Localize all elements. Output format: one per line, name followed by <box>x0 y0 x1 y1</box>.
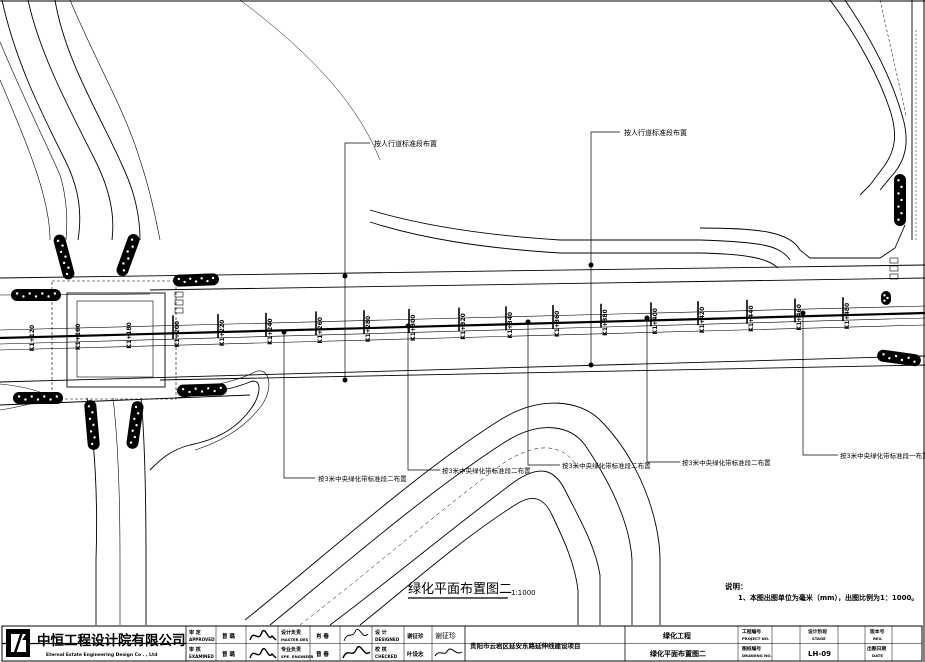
tree-cluster <box>116 233 140 277</box>
station-label: K1+420 <box>699 307 706 333</box>
examined-label-en: EXAMINED <box>189 654 214 659</box>
tree-cluster <box>173 273 219 287</box>
date-label-en: DATE <box>872 653 883 658</box>
tree-cluster <box>877 349 921 367</box>
station-label: K1+280 <box>365 316 372 342</box>
tree-cluster <box>177 383 227 397</box>
tree-cluster <box>53 234 75 280</box>
station-label: K1+440 <box>748 305 755 331</box>
station-label: K1+380 <box>602 309 609 335</box>
station-label: K1+460 <box>796 304 803 330</box>
master-label-en: MASTER DES <box>281 637 309 642</box>
station-markers: K1+120 K1+160 K1+180 K1+200 K1+220 K1+240 K1+2… <box>29 297 851 351</box>
station-label: K1+480 <box>844 303 851 329</box>
notes-heading: 说明： <box>725 581 748 591</box>
station-label: K1+320 <box>460 313 467 339</box>
master-name: 肖 春 <box>316 632 329 640</box>
callout-sidewalk-1: 按人行道标准段布置 <box>374 139 437 148</box>
drawing-scale: 1:1000 <box>511 589 536 597</box>
examiner-name: 曾 璐 <box>222 650 235 658</box>
designed-label-cn: 设 计 <box>375 629 387 636</box>
rev-label-en: REV. <box>873 636 883 641</box>
specialty-name: 曾 春 <box>316 650 329 658</box>
crosswalk-boxes <box>174 257 899 314</box>
checker-name: 叶设志 <box>407 650 424 658</box>
tree-cluster <box>881 291 891 305</box>
date-label-cn: 出图日期 <box>867 645 886 652</box>
project-name: 贵阳市云岩区延安东路延伸线建设项目 <box>470 641 581 650</box>
station-label: K1+240 <box>267 318 274 344</box>
company-logo-icon <box>6 629 30 657</box>
approver-name: 曾 璐 <box>222 632 235 640</box>
station-label: K1+360 <box>554 311 561 337</box>
sheet-name: 绿化平面布置图二 <box>650 649 706 658</box>
specialty-label-cn: 专业负责 <box>281 646 301 653</box>
tree-cluster <box>84 400 100 450</box>
station-label: K1+180 <box>126 322 133 348</box>
approver-signature <box>249 629 277 641</box>
tree-clusters <box>11 174 921 450</box>
tree-cluster <box>126 401 144 449</box>
callout-median-d: 按3米中央绿化带标准段二布置 <box>682 458 771 467</box>
master-label-cn: 设计负责 <box>281 629 301 636</box>
ramp-road-south <box>244 402 661 626</box>
boundary-northeast <box>239 0 917 240</box>
designer-signature: 谢征珍 <box>435 631 456 640</box>
station-label: K1+200 <box>174 321 181 347</box>
stage-label-cn: 设计阶段 <box>808 628 827 635</box>
company-name-en: Eternal Estate Engineering Design Co . ,… <box>46 652 157 658</box>
curved-road-northwest <box>0 0 161 241</box>
specialty-signature <box>342 645 371 659</box>
callout-median-e: 按3米中央绿化带标准段一布置 <box>840 451 925 460</box>
designer-name: 谢征珍 <box>407 632 424 640</box>
callout-median-b: 按3米中央绿化带标准段二布置 <box>442 466 531 475</box>
drawing-no-value: LH-09 <box>808 650 831 658</box>
station-label: K1+220 <box>219 320 226 346</box>
station-label: K1+120 <box>29 325 36 351</box>
approved-label-cn: 审 定 <box>189 629 201 636</box>
examined-label-cn: 审 核 <box>189 646 201 653</box>
station-label: K1+260 <box>317 317 324 343</box>
stage-label-en: STAGE <box>812 636 826 641</box>
notes-line-1: 1、本图出图单位为毫米（mm），出图比例为1：1000。 <box>738 593 918 602</box>
checker-signature <box>434 648 463 657</box>
drawing-no-label-cn: 图纸编号 <box>742 645 761 652</box>
callout-sidewalk-2: 按人行道标准段布置 <box>624 128 687 137</box>
company-name: 中恒工程设计院有限公司 <box>37 632 186 649</box>
master-signature <box>343 628 369 642</box>
callout-median-c: 按3米中央绿化带标准段二布置 <box>562 461 651 470</box>
tree-cluster <box>13 392 63 404</box>
examiner-signature <box>249 647 277 659</box>
drawing-title: 绿化平面布置图二 <box>408 582 512 597</box>
title-block <box>1 625 923 662</box>
station-label: K1+340 <box>507 312 514 338</box>
leader-lines <box>281 131 838 479</box>
ramp-road-north <box>369 209 906 269</box>
drawing-no-label-en: DRAWING NO. <box>742 653 772 658</box>
checked-label-en: CHECKED <box>375 654 398 659</box>
callout-median-a: 按3米中央绿化带标准段二布置 <box>318 474 407 483</box>
station-label: K1+300 <box>410 315 417 341</box>
checked-label-cn: 校 核 <box>375 646 387 653</box>
tree-cluster <box>11 289 61 301</box>
tree-cluster <box>894 174 906 226</box>
rev-label-cn: 版本号 <box>870 628 885 635</box>
station-label: K1+400 <box>652 308 659 334</box>
designed-label-en: DESIGNED <box>375 637 400 642</box>
project-no-label-cn: 工程编号 <box>742 628 761 635</box>
work-name: 绿化工程 <box>663 631 691 640</box>
project-no-label-en: PROJECT NO. <box>742 636 770 641</box>
specialty-label-en: SPE. ENGINEER <box>281 654 314 659</box>
station-label: K1+160 <box>75 324 82 350</box>
approved-label-en: APPROVED <box>189 637 215 642</box>
